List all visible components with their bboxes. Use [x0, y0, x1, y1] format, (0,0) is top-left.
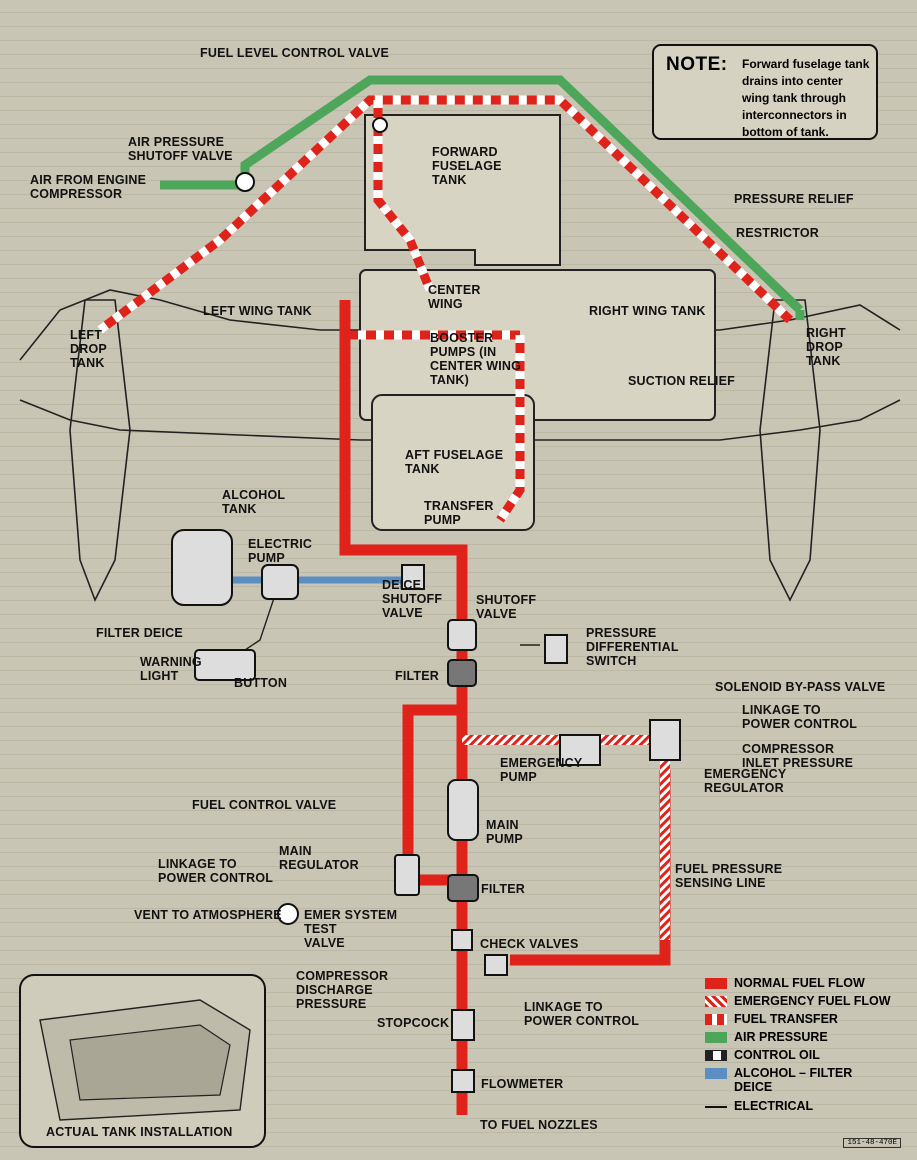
label-vent-to-atmosphere: VENT TO ATMOSPHERE: [134, 908, 282, 922]
tank-installation-inset: [19, 974, 266, 1148]
legend-label-alcohol-filter-deice: ALCOHOL – FILTER DEICE: [734, 1066, 853, 1094]
label-stopcock: STOPCOCK: [377, 1016, 450, 1030]
legend-label-emergency-fuel-flow: EMERGENCY FUEL FLOW: [734, 994, 891, 1008]
components: [171, 117, 681, 1093]
legend-label-fuel-transfer: FUEL TRANSFER: [734, 1012, 838, 1026]
label-solenoid-bypass-valve: SOLENOID BY-PASS VALVE: [715, 680, 886, 694]
legend-swatch-control-oil: [705, 1050, 727, 1061]
aft-fuselage-tank: [371, 394, 535, 531]
label-suction-relief: SUCTION RELIEF: [628, 374, 735, 388]
label-alcohol-tank: ALCOHOL TANK: [222, 488, 286, 516]
label-emergency-regulator: EMERGENCY REGULATOR: [704, 767, 787, 795]
aircraft-outline: [19, 289, 901, 602]
label-main-regulator: MAIN REGULATOR: [279, 844, 359, 872]
label-emergency-pump: EMERGENCY PUMP: [500, 756, 583, 784]
label-pressure-differential-switch: PRESSURE DIFFERENTIAL SWITCH: [586, 626, 679, 668]
fuel-transfer-lines: [97, 95, 794, 523]
legend-swatch-electrical: [705, 1106, 727, 1108]
label-right-wing-tank: RIGHT WING TANK: [589, 304, 706, 318]
label-fuel-pressure-sensing-line: FUEL PRESSURE SENSING LINE: [675, 862, 783, 890]
label-actual-tank-installation: ACTUAL TANK INSTALLATION: [46, 1125, 233, 1139]
legend-label-electrical: ELECTRICAL: [734, 1099, 814, 1113]
label-main-pump: MAIN PUMP: [486, 818, 523, 846]
label-fuel-level-control-valve: FUEL LEVEL CONTROL VALVE: [200, 46, 390, 60]
label-check-valves: CHECK VALVES: [480, 937, 579, 951]
label-linkage-power-control-right: LINKAGE TO POWER CONTROL: [742, 703, 858, 731]
air-pressure-lines: [160, 75, 805, 320]
label-air-pressure-shutoff-valve: AIR PRESSURE SHUTOFF VALVE: [128, 135, 233, 163]
label-restrictor: RESTRICTOR: [736, 226, 820, 240]
note-text: Forward fuselage tank drains into center…: [742, 57, 870, 139]
label-deice-shutoff-valve: DEICE SHUTOFF VALVE: [382, 578, 443, 620]
legend-swatch-emergency-fuel-flow: [705, 996, 727, 1007]
label-compressor-discharge-pressure: COMPRESSOR DISCHARGE PRESSURE: [296, 969, 389, 1011]
legend-swatch-fuel-transfer: [705, 1014, 727, 1025]
legend-swatch-air-pressure: [705, 1032, 727, 1043]
label-aft-fuselage-tank: AFT FUSELAGE TANK: [405, 448, 504, 476]
label-to-fuel-nozzles: TO FUEL NOZZLES: [480, 1118, 598, 1132]
label-filter-lower: FILTER: [481, 882, 526, 896]
label-warning-light: WARNING LIGHT: [140, 655, 202, 683]
label-linkage-power-control-left: LINKAGE TO POWER CONTROL: [158, 857, 274, 885]
label-left-wing-tank: LEFT WING TANK: [203, 304, 312, 318]
label-filter-upper: FILTER: [395, 669, 440, 683]
label-booster-pumps: BOOSTER PUMPS (IN CENTER WING TANK): [430, 331, 522, 387]
label-pressure-relief: PRESSURE RELIEF: [734, 192, 854, 206]
label-shutoff-valve: SHUTOFF VALVE: [476, 593, 537, 621]
label-linkage-power-control-bottom: LINKAGE TO POWER CONTROL: [524, 1000, 640, 1028]
legend-swatch-normal-fuel-flow: [705, 978, 727, 989]
label-transfer-pump: TRANSFER PUMP: [424, 499, 494, 527]
label-button: BUTTON: [234, 676, 288, 690]
figure-number: 151-48-470E: [843, 1138, 901, 1148]
label-electric-pump: ELECTRIC PUMP: [248, 537, 313, 565]
label-fuel-control-valve: FUEL CONTROL VALVE: [192, 798, 337, 812]
legend-swatch-alcohol-filter-deice: [705, 1068, 727, 1079]
center-wing-tank: [359, 269, 716, 421]
forward-fuselage-tank: [364, 114, 561, 266]
label-filter-deice: FILTER DEICE: [96, 626, 183, 640]
legend-label-control-oil: CONTROL OIL: [734, 1048, 820, 1062]
note-title: NOTE:: [666, 54, 728, 75]
legend-label-air-pressure: AIR PRESSURE: [734, 1030, 828, 1044]
label-forward-fuselage-tank: FORWARD FUSELAGE TANK: [432, 145, 502, 187]
legend-label-normal-fuel-flow: NORMAL FUEL FLOW: [734, 976, 865, 990]
label-compressor-inlet-pressure: COMPRESSOR INLET PRESSURE: [742, 742, 854, 770]
label-flowmeter: FLOWMETER: [481, 1077, 564, 1091]
label-left-drop-tank: LEFT DROP TANK: [70, 328, 107, 370]
note-box: NOTE: Forward fuselage tank drains into …: [652, 44, 878, 140]
label-air-from-engine-compressor: AIR FROM ENGINE COMPRESSOR: [30, 173, 147, 201]
label-center-wing: CENTER WING: [428, 283, 481, 311]
label-emer-system-test-valve: EMER SYSTEM TEST VALVE: [304, 908, 398, 950]
label-right-drop-tank: RIGHT DROP TANK: [806, 326, 846, 368]
